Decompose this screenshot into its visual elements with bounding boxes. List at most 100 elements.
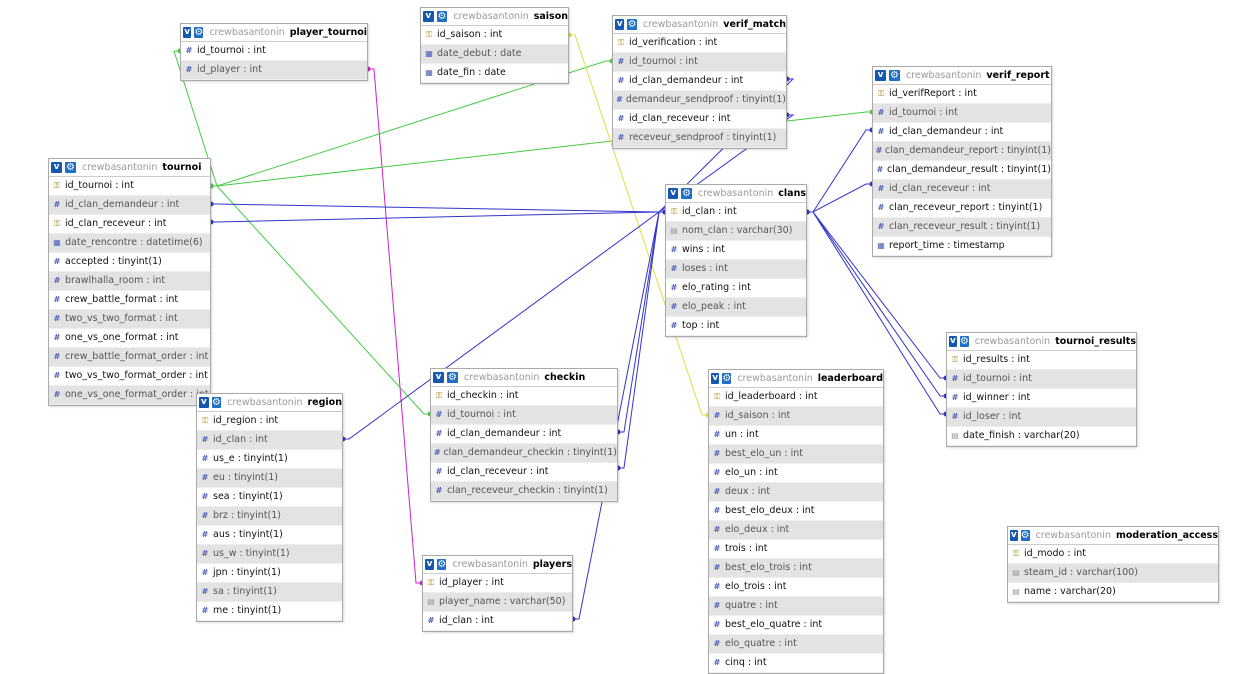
toggle-columns-icon[interactable]: v [423, 11, 434, 22]
column-row[interactable]: #brz : tinyint(1) [197, 507, 342, 526]
column-row[interactable]: #accepted : tinyint(1) [49, 253, 210, 272]
toggle-columns-icon[interactable]: v [425, 559, 435, 570]
column-row[interactable]: ▤player_name : varchar(50) [423, 593, 572, 612]
column-row[interactable]: #aus : tinyint(1) [197, 526, 342, 545]
column-row[interactable]: #eu : tinyint(1) [197, 469, 342, 488]
gear-icon[interactable]: ⚙ [627, 19, 637, 30]
gear-icon[interactable]: ⚙ [447, 372, 458, 383]
column-row[interactable]: #crew_battle_format_order : int [49, 348, 210, 367]
column-row[interactable]: #best_elo_deux : int [709, 502, 883, 521]
gear-icon[interactable]: ⚙ [889, 70, 900, 81]
column-row[interactable]: ▤nom_clan : varchar(30) [666, 222, 806, 241]
column-row[interactable]: #crew_battle_format : int [49, 291, 210, 310]
column-row[interactable]: #receveur_sendproof : tinyint(1) [613, 129, 786, 148]
column-row[interactable]: ⚿id_clan : int [666, 203, 806, 222]
column-row[interactable]: #best_elo_un : int [709, 445, 883, 464]
column-row[interactable]: ⚿id_saison : int [421, 26, 568, 45]
column-row[interactable]: #wins : int [666, 241, 806, 260]
table-name[interactable]: saison [533, 11, 568, 22]
column-row[interactable]: #elo_deux : int [709, 521, 883, 540]
column-row[interactable]: #id_clan_demandeur : int [873, 123, 1051, 142]
table-name[interactable]: verif_report [986, 70, 1050, 81]
column-row[interactable]: #us_e : tinyint(1) [197, 450, 342, 469]
column-row[interactable]: #one_vs_one_format_order : int [49, 386, 210, 405]
column-row[interactable]: #id_clan_receveur : int [873, 180, 1051, 199]
toggle-columns-icon[interactable]: v [183, 27, 192, 38]
column-row[interactable]: ⚿id_checkin : int [431, 387, 617, 406]
gear-icon[interactable]: ⚙ [681, 188, 692, 199]
column-row[interactable]: #id_loser : int [947, 408, 1136, 427]
column-row[interactable]: #clan_receveur_report : tinyint(1) [873, 199, 1051, 218]
table-name[interactable]: players [532, 559, 572, 570]
gear-icon[interactable]: ⚙ [211, 397, 222, 408]
column-row[interactable]: #elo_quatre : int [709, 635, 883, 654]
column-row[interactable]: #elo_trois : int [709, 578, 883, 597]
column-row[interactable]: #id_tournoi : int [947, 370, 1136, 389]
gear-icon[interactable]: ⚙ [194, 27, 204, 38]
toggle-columns-icon[interactable]: v [668, 188, 679, 199]
column-row[interactable]: #deux : int [709, 483, 883, 502]
column-row[interactable]: #id_tournoi : int [613, 53, 786, 72]
column-row[interactable]: #elo_peak : int [666, 298, 806, 317]
toggle-columns-icon[interactable]: v [51, 162, 62, 173]
column-row[interactable]: #id_clan_demandeur : int [431, 425, 617, 444]
column-row[interactable]: ⚿id_tournoi : int [49, 177, 210, 196]
toggle-columns-icon[interactable]: v [433, 372, 444, 383]
column-row[interactable]: #clan_demandeur_report : tinyint(1) [873, 142, 1051, 161]
gear-icon[interactable]: ⚙ [959, 336, 969, 347]
column-row[interactable]: ▦date_debut : date [421, 45, 568, 64]
toggle-columns-icon[interactable]: v [1010, 530, 1018, 541]
column-row[interactable]: #un : int [709, 426, 883, 445]
column-row[interactable]: #id_player : int [181, 61, 367, 80]
gear-icon[interactable]: ⚙ [65, 162, 76, 173]
gear-icon[interactable]: ⚙ [436, 11, 448, 22]
column-row[interactable]: #trois : int [709, 540, 883, 559]
column-row[interactable]: #id_winner : int [947, 389, 1136, 408]
toggle-columns-icon[interactable]: v [949, 336, 957, 347]
column-row[interactable]: ⚿id_leaderboard : int [709, 388, 883, 407]
table-name[interactable]: player_tournoi [289, 27, 367, 38]
column-row[interactable]: #id_clan : int [423, 612, 572, 631]
column-row[interactable]: #elo_rating : int [666, 279, 806, 298]
column-row[interactable]: #id_clan_receveur : int [431, 463, 617, 482]
column-row[interactable]: #us_w : tinyint(1) [197, 545, 342, 564]
column-row[interactable]: ⚿id_region : int [197, 412, 342, 431]
column-row[interactable]: ⚿id_results : int [947, 351, 1136, 370]
column-row[interactable]: #cinq : int [709, 654, 883, 673]
column-row[interactable]: ▤name : varchar(20) [1008, 583, 1218, 602]
toggle-columns-icon[interactable]: v [615, 19, 625, 30]
table-name[interactable]: moderation_access [1115, 530, 1218, 541]
gear-icon[interactable]: ⚙ [437, 559, 447, 570]
column-row[interactable]: #id_tournoi : int [873, 104, 1051, 123]
column-row[interactable]: #id_saison : int [709, 407, 883, 426]
column-row[interactable]: #quatre : int [709, 597, 883, 616]
column-row[interactable]: #demandeur_sendproof : tinyint(1) [613, 91, 786, 110]
table-name[interactable]: tournoi_results [1055, 336, 1136, 347]
column-row[interactable]: ⚿id_player : int [423, 574, 572, 593]
table-name[interactable]: tournoi [162, 162, 202, 173]
table-name[interactable]: clans [778, 188, 806, 199]
column-row[interactable]: #brawlhalla_room : int [49, 272, 210, 291]
column-row[interactable]: #id_clan_receveur : int [613, 110, 786, 129]
table-name[interactable]: leaderboard [817, 373, 883, 384]
column-row[interactable]: #id_clan_demandeur : int [613, 72, 786, 91]
column-row[interactable]: ▦date_fin : date [421, 64, 568, 83]
column-row[interactable]: #clan_receveur_result : tinyint(1) [873, 218, 1051, 237]
column-row[interactable]: ⚿id_verification : int [613, 34, 786, 53]
